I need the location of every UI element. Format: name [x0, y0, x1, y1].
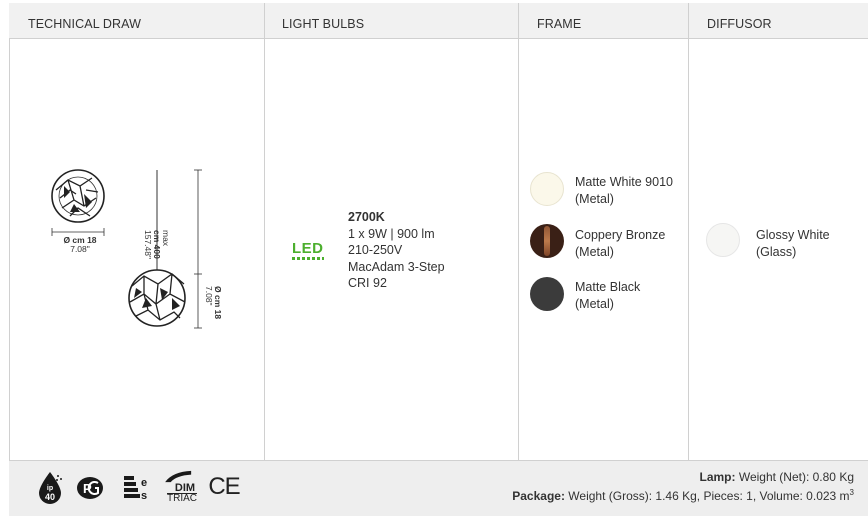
ip40-drop-icon: ip 40 — [39, 472, 62, 504]
header-light-bulbs: LIGHT BULBS — [282, 17, 365, 31]
frame-finish-matte-white: Matte White 9010 (Metal) — [575, 174, 673, 207]
top-diameter-label: Ø cm 18 7.08" — [59, 236, 101, 254]
table-header-row — [9, 3, 868, 39]
led-badge: LED — [292, 240, 324, 260]
finish-material: (Metal) — [575, 244, 614, 259]
volume-unit-superscript: 3 — [849, 488, 854, 497]
top-diameter-in: 7.08" — [70, 244, 90, 254]
frame-swatch-coppery-bronze[interactable] — [530, 224, 564, 258]
column-frame: FRAME — [519, 3, 689, 460]
package-info: Lamp: Weight (Net): 0.80 Kg Package: Wei… — [512, 469, 854, 504]
dimmer-arc-icon — [165, 470, 192, 483]
bulb-cri: CRI 92 — [348, 276, 387, 290]
frame-swatch-matte-black[interactable] — [530, 277, 564, 311]
ce-mark-icon: CE — [208, 473, 240, 500]
bulb-macadam: MacAdam 3-Step — [348, 259, 445, 274]
ip-number: 40 — [45, 492, 55, 502]
dim-triac-icon: DIM TRIAC — [162, 470, 198, 504]
height-in: 157.48" — [143, 230, 153, 260]
finish-name: Matte Black — [575, 280, 641, 294]
frame-finish-matte-black: Matte Black (Metal) — [575, 279, 640, 312]
sphere-side-view — [128, 269, 186, 327]
lamp-weight-line: Lamp: Weight (Net): 0.80 Kg — [512, 469, 854, 485]
finish-material: (Glass) — [756, 244, 797, 259]
lamp-weight: Weight (Net): 0.80 Kg — [738, 470, 854, 484]
top-diameter-cm: Ø cm 18 — [63, 235, 97, 245]
frame-finish-coppery-bronze: Coppery Bronze (Metal) — [575, 227, 665, 260]
package-label: Package: — [512, 489, 565, 503]
footer-bar — [9, 460, 868, 516]
side-diameter-label: Ø cm 18 7.08" — [204, 286, 223, 336]
header-diffusor: DIFFUSOR — [707, 17, 772, 31]
frame-swatch-matte-white[interactable] — [530, 172, 564, 206]
svg-text:s: s — [141, 490, 147, 502]
sphere-top-view — [51, 169, 105, 223]
svg-text:P: P — [83, 481, 92, 496]
bulb-specs: 2700K 1 x 9W | 900 lm 210-250V MacAdam 3… — [348, 209, 445, 292]
package-line: Package: Weight (Gross): 1.46 Kg, Pieces… — [512, 485, 854, 504]
dim-label: DIM — [174, 482, 196, 494]
ip-label: ip — [47, 485, 53, 492]
bronze-highlight — [544, 226, 550, 256]
bulb-power: 1 x 9W | 900 lm — [348, 226, 435, 241]
finish-material: (Metal) — [575, 296, 614, 311]
header-technical-draw: TECHNICAL DRAW — [28, 17, 141, 31]
finish-material: (Metal) — [575, 191, 614, 206]
finish-name: Matte White 9010 — [575, 175, 673, 189]
technical-drawing — [51, 169, 202, 329]
bulb-temperature: 2700K — [348, 210, 385, 224]
package-details: Weight (Gross): 1.46 Kg, Pieces: 1, Volu… — [568, 489, 850, 503]
column-technical-draw: TECHNICAL DRAW — [9, 3, 265, 460]
height-cm: cm 400 — [152, 230, 162, 259]
diffusor-finish-glossy-white: Glossy White (Glass) — [756, 227, 830, 260]
column-light-bulbs: LIGHT BULBS — [265, 3, 519, 460]
ip40-icon: ip 40 — [36, 470, 64, 504]
diffusor-swatch-glossy-white[interactable] — [706, 223, 740, 257]
side-diameter-in: 7.08" — [204, 286, 214, 306]
header-frame: FRAME — [537, 17, 582, 31]
finish-name: Coppery Bronze — [575, 228, 666, 242]
eac-energy-icon: e s — [122, 470, 152, 504]
triac-label: TRIAC — [167, 493, 197, 504]
side-diameter-cm: Ø cm 18 — [213, 286, 223, 320]
bulb-voltage: 210-250V — [348, 243, 403, 257]
height-label: max cm 400 157.48" — [143, 230, 171, 290]
height-max: max — [161, 230, 171, 247]
pc-certification-icon: P — [76, 470, 106, 504]
svg-text:e: e — [141, 477, 147, 489]
lamp-label: Lamp: — [699, 470, 736, 484]
column-diffusor: DIFFUSOR — [689, 3, 868, 460]
finish-name: Glossy White — [756, 228, 830, 242]
